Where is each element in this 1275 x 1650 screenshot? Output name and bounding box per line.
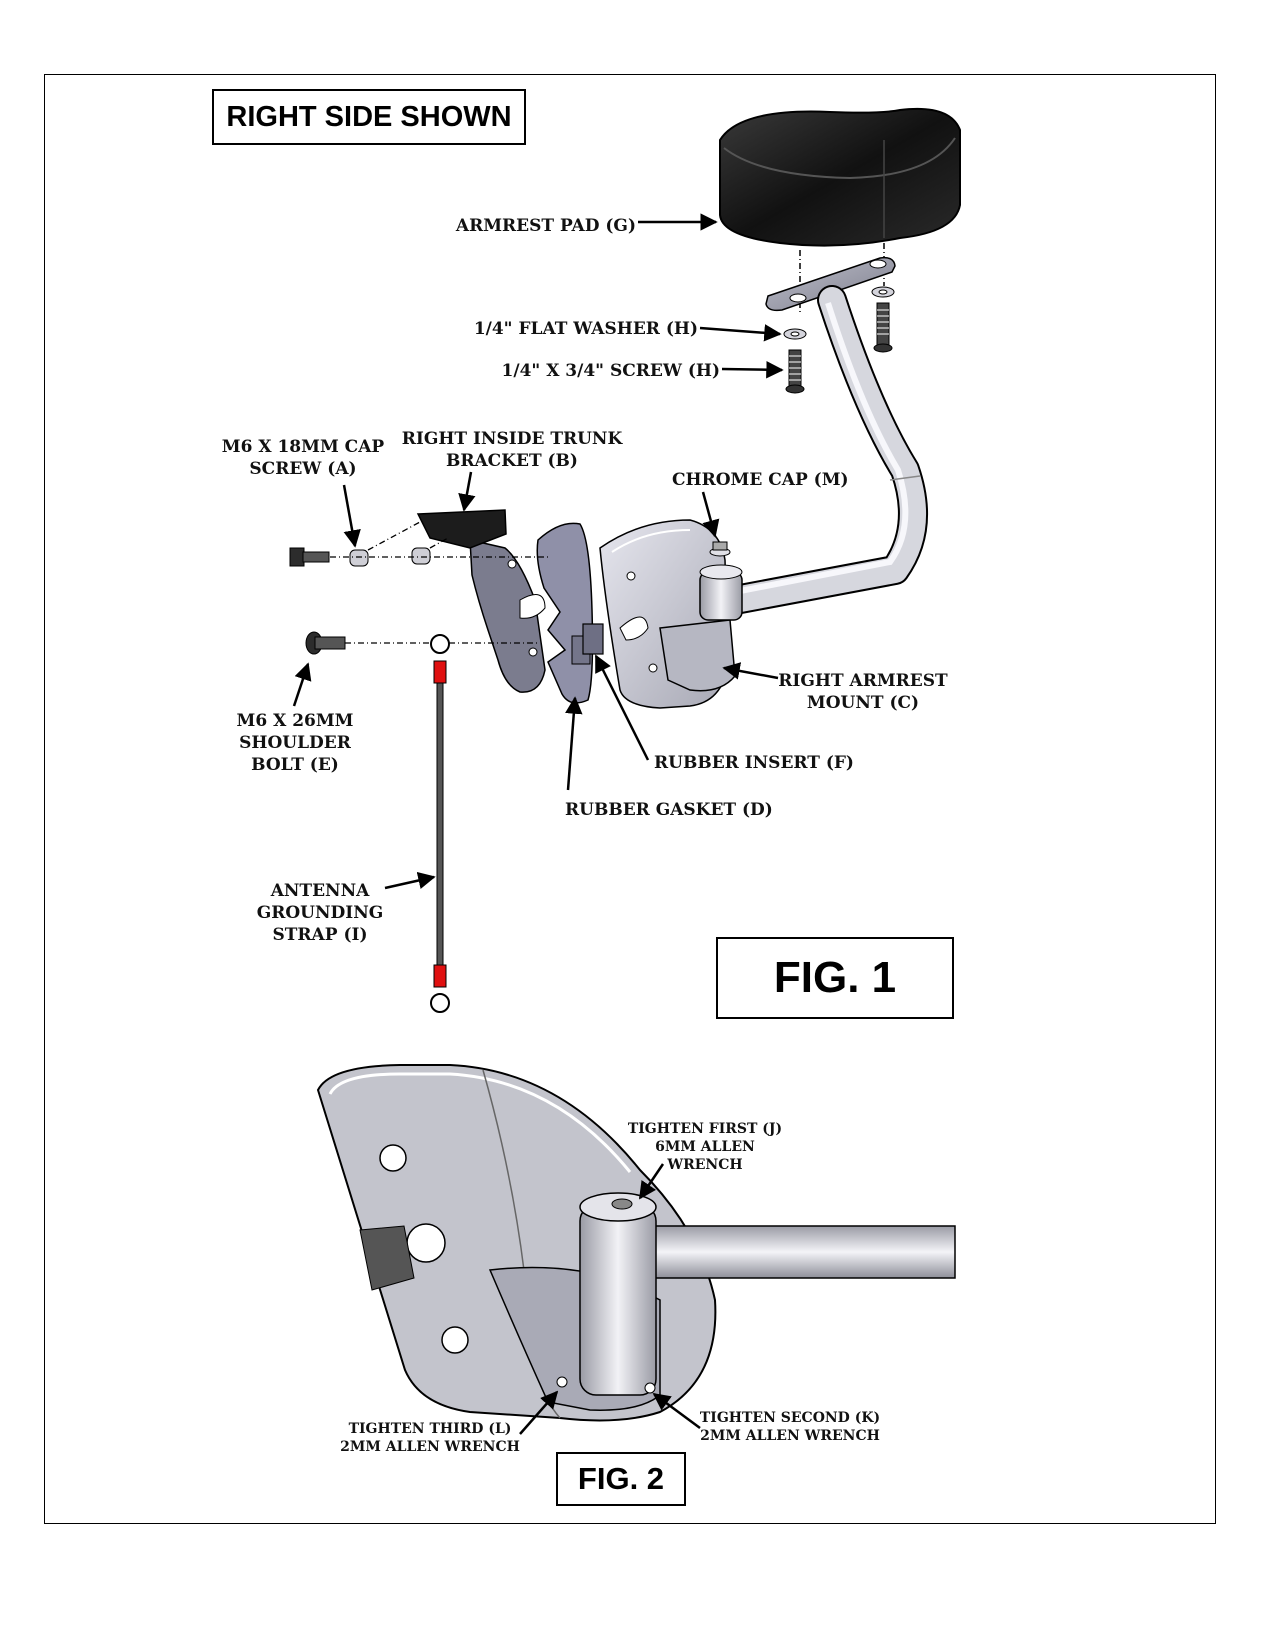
screw-h-left [785,349,805,394]
label-tighten-second: TIGHTEN SECOND (K) 2MM ALLEN WRENCH [690,1409,890,1445]
right-armrest-mount-drawing [599,519,743,709]
label-tighten-second-line1: TIGHTEN SECOND (K) [699,1410,881,1426]
fig2-box: FIG. 2 [556,1452,686,1506]
antenna-strap-drawing [430,634,450,1013]
label-armrest-mount: RIGHT ARMREST MOUNT (C) [778,670,948,714]
label-cap-screw-line1: M6 X 18MM CAP [221,437,385,457]
trunk-bracket-drawing [416,509,546,693]
label-armrest-mount-line1: RIGHT ARMREST [778,671,948,691]
label-tighten-second-line2: 2MM ALLEN WRENCH [700,1428,880,1444]
label-rubber-insert: RUBBER INSERT (F) [654,753,854,773]
label-tighten-third-line2: 2MM ALLEN WRENCH [340,1439,520,1455]
page-frame [44,74,1216,1524]
right-side-shown-text: RIGHT SIDE SHOWN [226,100,512,133]
label-tighten-third: TIGHTEN THIRD (L) 2MM ALLEN WRENCH [330,1420,530,1456]
cap-screws-drawing [289,547,431,567]
label-trunk-bracket-line1: RIGHT INSIDE TRUNK [401,429,623,449]
fig1-box: FIG. 1 [716,937,954,1019]
label-trunk-bracket-line2: BRACKET (B) [446,451,578,471]
right-side-shown-box: RIGHT SIDE SHOWN [212,89,526,145]
label-tighten-first-line1: TIGHTEN FIRST (J) [627,1121,783,1137]
armrest-pad-drawing [719,107,961,247]
label-tighten-first-line3: WRENCH [667,1157,743,1173]
label-tighten-third-line1: TIGHTEN THIRD (L) [348,1421,512,1437]
label-shoulder-bolt-line1: M6 X 26MM [236,711,354,731]
label-cap-screw: M6 X 18MM CAP SCREW (A) [208,436,398,480]
label-cap-screw-line2: SCREW (A) [249,459,357,479]
label-armrest-mount-line2: MOUNT (C) [806,693,920,713]
label-flat-washer: 1/4" FLAT WASHER (H) [473,319,698,339]
label-armrest-pad: ARMREST PAD (G) [455,216,636,236]
screw-h-right [873,302,893,353]
label-shoulder-bolt-line2: SHOULDER [239,733,351,753]
shoulder-bolt-drawing [305,631,346,655]
label-antenna-strap-line1: ANTENNA [270,881,370,901]
fig1-text: FIG. 1 [773,953,897,1002]
label-tighten-first-line2: 6MM ALLEN [655,1139,755,1155]
label-shoulder-bolt: M6 X 26MM SHOULDER BOLT (E) [230,710,360,776]
label-antenna-strap-line2: GROUNDING [256,903,384,923]
label-tighten-first: TIGHTEN FIRST (J) 6MM ALLEN WRENCH [610,1120,800,1174]
fig2-text: FIG. 2 [577,1461,665,1496]
fig2-mount-closeup-drawing [316,1064,956,1422]
label-chrome-cap: CHROME CAP (M) [672,470,849,490]
label-rubber-gasket: RUBBER GASKET (D) [565,800,773,820]
label-screw-h: 1/4" X 3/4" SCREW (H) [501,361,720,381]
label-antenna-strap-line3: STRAP (I) [272,925,368,945]
label-trunk-bracket: RIGHT INSIDE TRUNK BRACKET (B) [400,428,624,472]
label-antenna-strap: ANTENNA GROUNDING STRAP (I) [255,880,385,946]
label-shoulder-bolt-line3: BOLT (E) [251,755,339,775]
rubber-gasket-drawing [536,522,594,704]
